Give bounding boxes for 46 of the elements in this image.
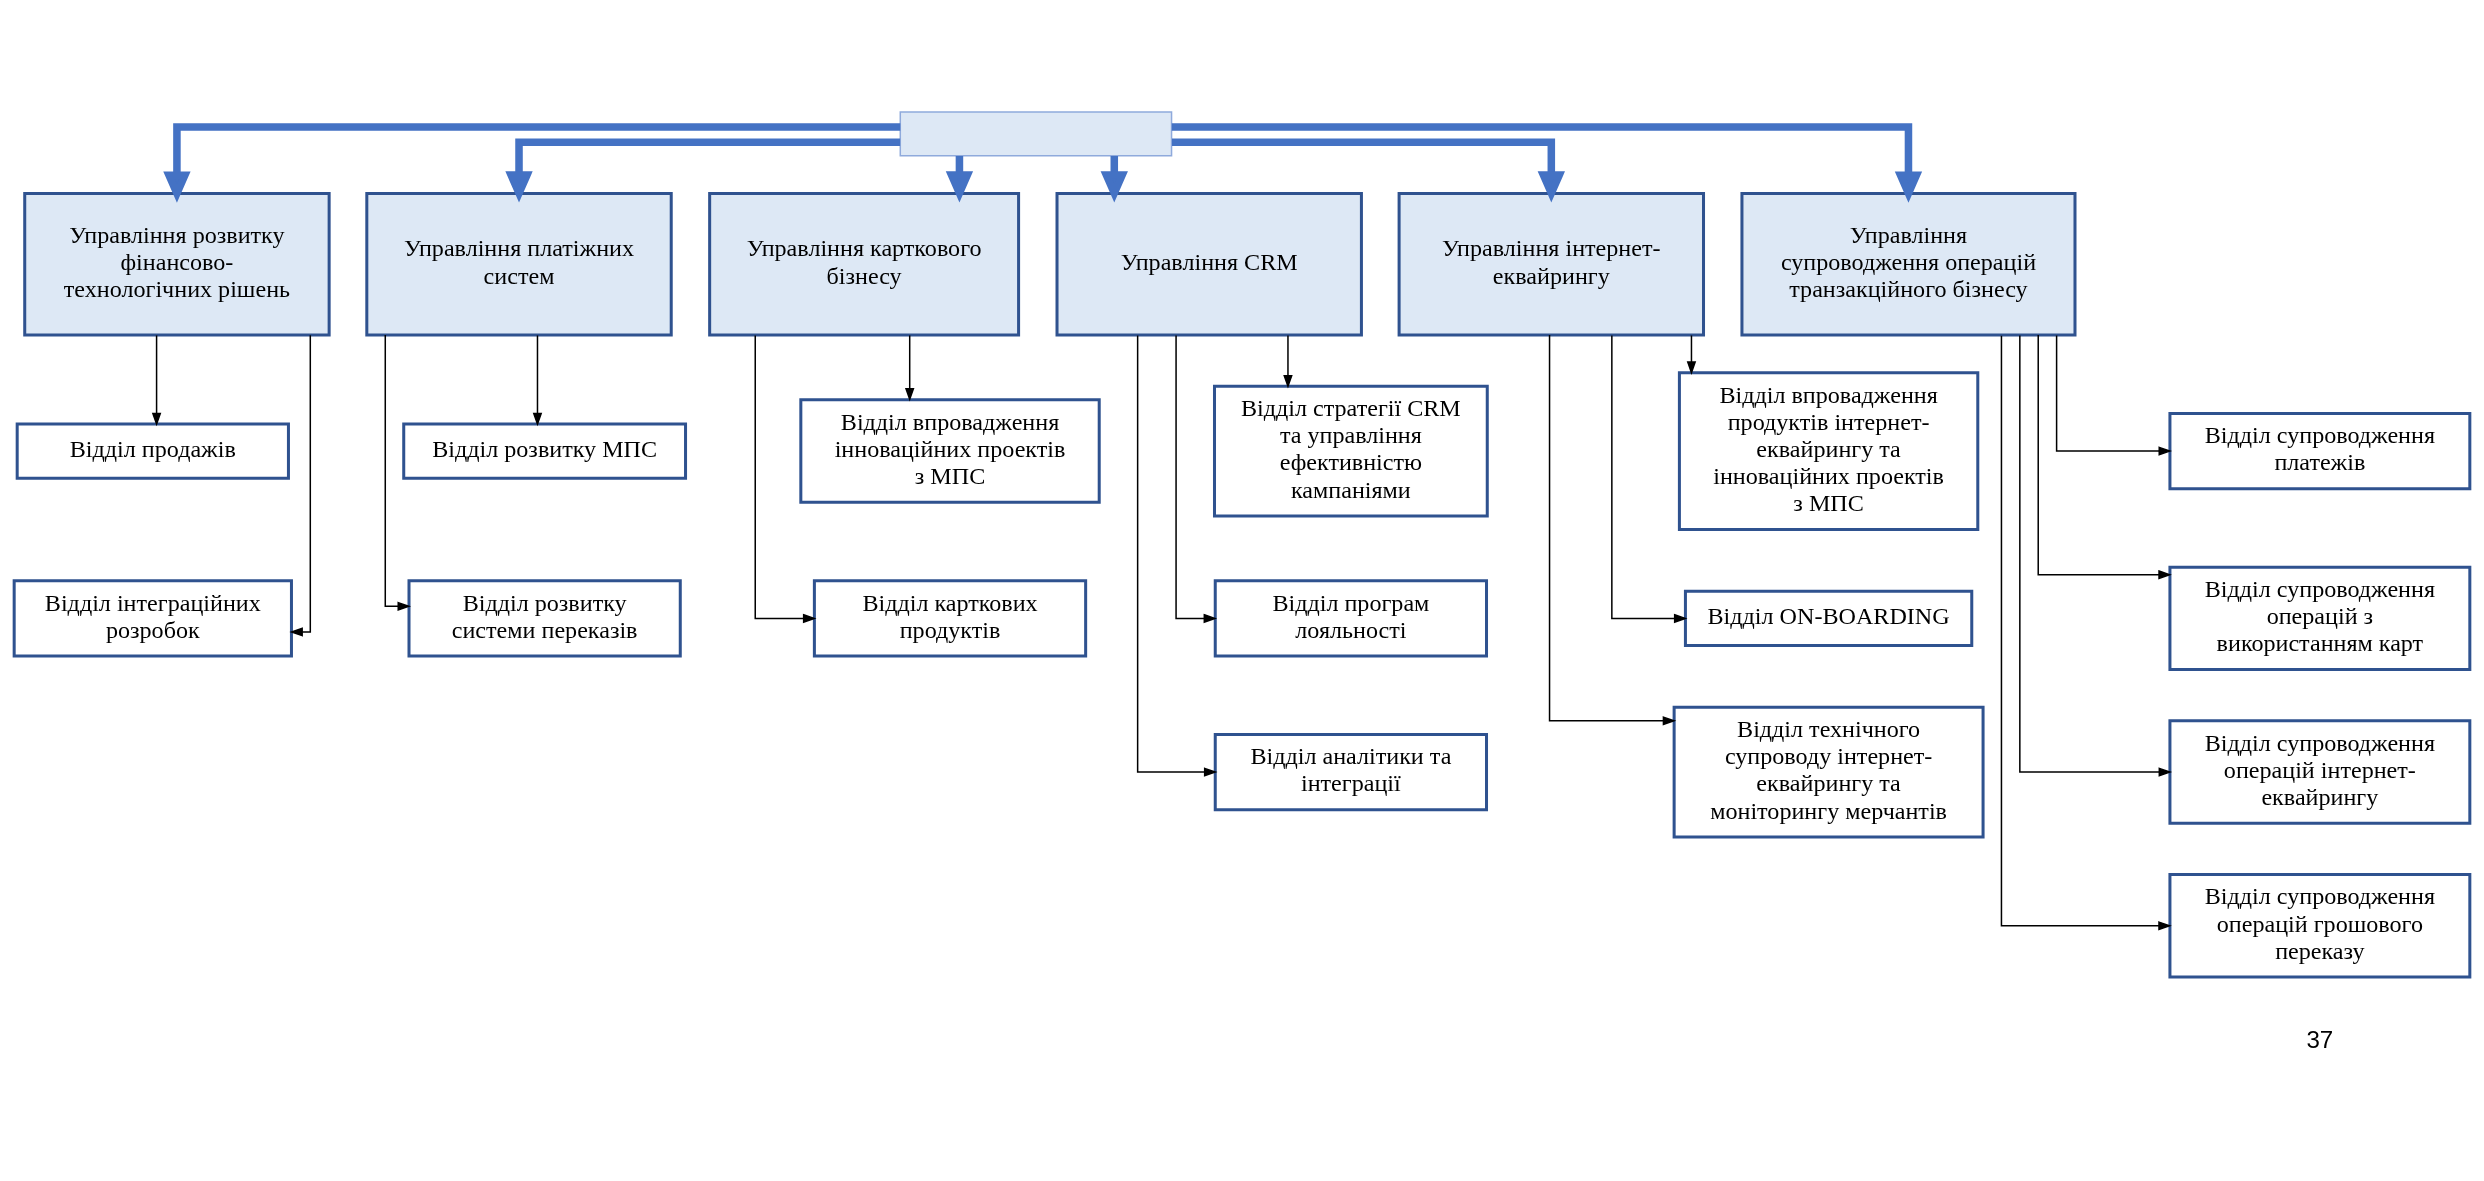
node-box: Відділ карткових продуктів <box>812 579 1088 658</box>
node-box: Відділ супроводження операцій грошового переказу <box>2168 873 2472 979</box>
node-box: Управління карткового бізнесу <box>708 191 1021 337</box>
arrow <box>2000 334 2172 931</box>
label: 37 <box>2306 1025 2334 1053</box>
arrow <box>2037 334 2172 580</box>
node-box: Управління супроводження операцій транзакційного бізнесу <box>1740 191 2077 337</box>
node-box <box>899 111 1173 157</box>
arrow <box>945 156 974 203</box>
node-box: Відділ аналітики та інтеграції <box>1213 732 1488 812</box>
node-box: Управління розвитку фінансово-технологічних рішень <box>23 191 331 337</box>
arrow <box>1171 123 1923 203</box>
node-box: Відділ впровадження продуктів інтернет-еквайрингу та інноваційних проектів з МПС <box>1677 371 1980 531</box>
node-box: Відділ програм лояльності <box>1213 579 1488 658</box>
arrow <box>1100 156 1128 203</box>
arrow <box>2019 334 2173 777</box>
arrow <box>532 334 543 427</box>
arrow <box>1548 334 1677 726</box>
arrow <box>1686 334 1697 375</box>
arrow <box>754 334 817 624</box>
node-box: Відділ розвитку системи переказів <box>407 579 682 658</box>
node-box: Управління платіжних систем <box>365 191 673 337</box>
arrow <box>289 334 312 637</box>
arrow <box>151 334 162 427</box>
node-box: Відділ продажів <box>15 422 290 480</box>
node-box: Управління інтернет-еквайрингу <box>1397 191 1706 337</box>
arrow <box>1136 334 1218 777</box>
arrow <box>1175 334 1218 624</box>
arrow <box>1283 334 1293 389</box>
arrow <box>904 334 915 402</box>
node-box: Відділ супроводження платежів <box>2168 411 2472 491</box>
node-box: Відділ супроводження операцій з використанням карт <box>2168 565 2472 672</box>
arrow <box>2055 334 2173 456</box>
node-box: Відділ супроводження операцій інтернет-еквайрингу <box>2168 719 2472 825</box>
node-box: Відділ розвитку МПС <box>402 422 688 480</box>
arrow <box>384 334 412 612</box>
arrow <box>1172 138 1565 203</box>
arrow <box>163 123 901 203</box>
node-box: Відділ технічного супроводу інтернет-еквайрингу та моніторингу мерчантів <box>1672 705 1985 839</box>
node-box: Відділ впровадження інноваційних проектів з МПС <box>799 398 1101 504</box>
node-box: Відділ ON-BOARDING <box>1683 589 1974 647</box>
arrow <box>505 138 901 203</box>
node-box: Управління CRM <box>1055 191 1363 337</box>
node-box: Відділ інтеграційних розробок <box>12 579 293 658</box>
node-box: Відділ стратегії CRM та управління ефективністю кампаніями <box>1213 384 1489 518</box>
arrow <box>1611 334 1688 624</box>
